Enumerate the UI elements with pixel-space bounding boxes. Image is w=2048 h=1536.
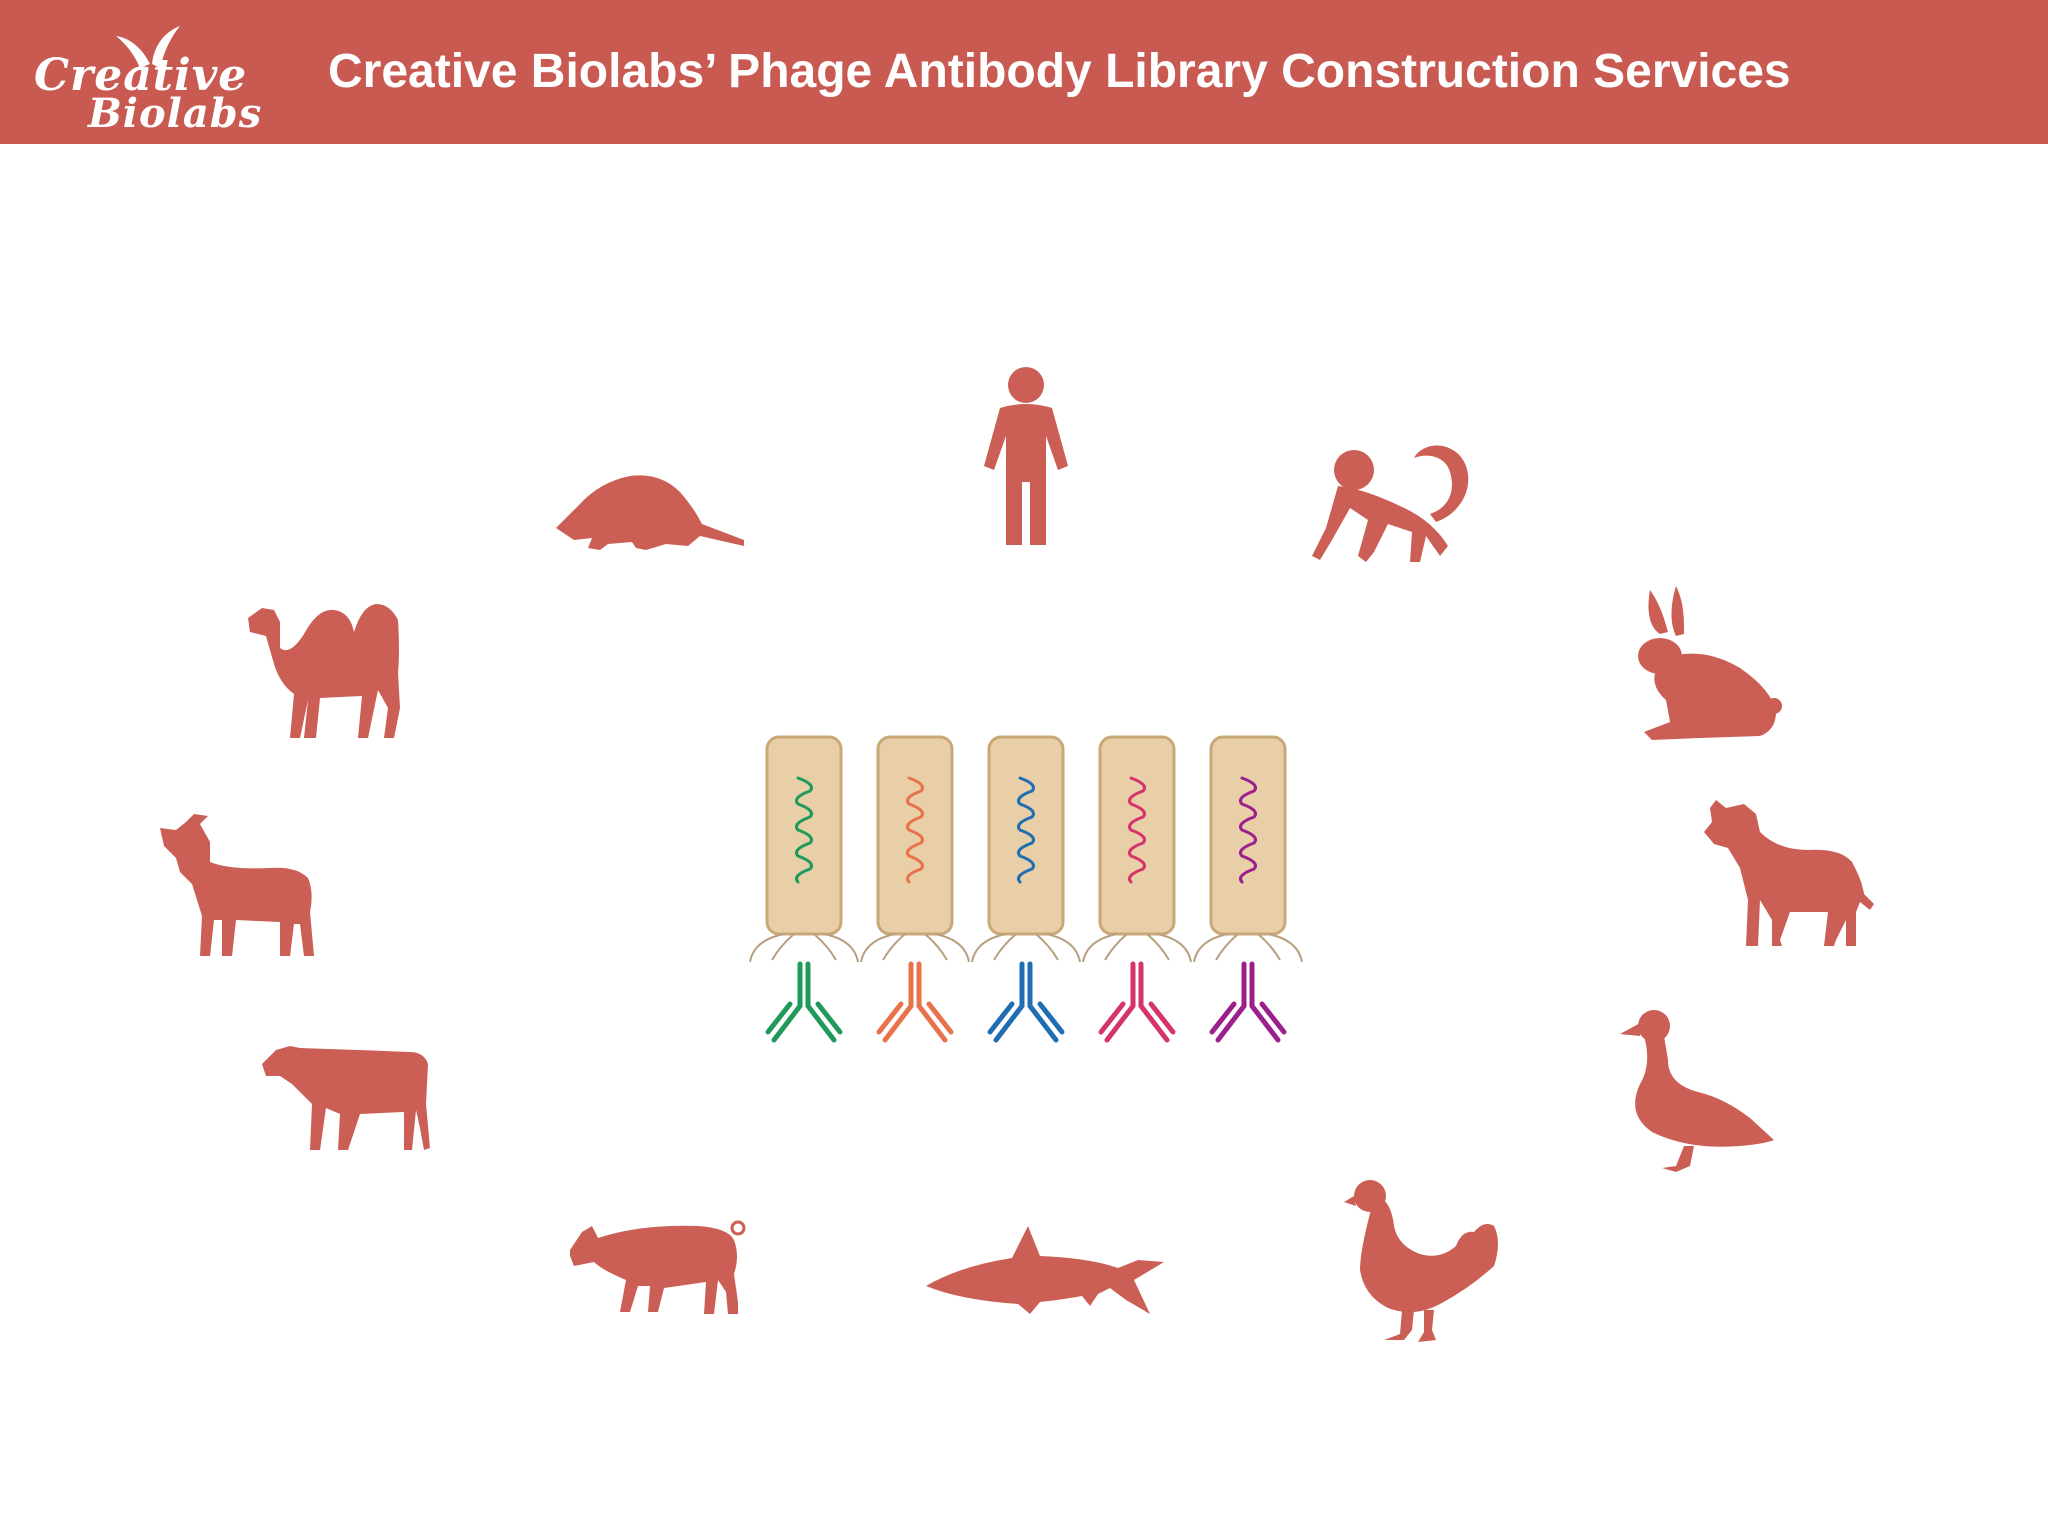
leaf-sprout-icon [116,26,180,68]
logo-line-biolabs: Biolabs [88,90,263,137]
bacterium-body [1209,735,1287,936]
cell-orange [860,735,970,1043]
pilus [993,933,1017,961]
diagram-canvas [160,367,1874,1342]
cell-purple [1193,735,1303,1043]
chicken-icon [1344,1180,1498,1342]
bacterium-body [1098,735,1176,936]
page-title: Creative Biolabs’ Phage Antibody Library… [328,45,1791,98]
pilus [1104,933,1128,961]
rat-icon [556,475,744,550]
pilus [813,933,837,961]
pilus [823,933,859,963]
pilus [771,933,795,961]
bacterium-body [987,735,1065,936]
goat-icon [160,814,314,956]
header-banner: Creative Biolabs Creative Biolabs’ Phage… [0,0,2048,144]
pilus [1045,933,1081,963]
pilus [1193,933,1229,963]
pilus [1035,933,1059,961]
monkey-icon [1312,445,1469,562]
pilus [1082,933,1118,963]
shark-icon [926,1226,1164,1314]
pilus [1257,933,1281,961]
dna-strand [1017,776,1035,884]
pilus [1215,933,1239,961]
dna-strand [906,776,924,884]
cell-blue [971,735,1081,1043]
human-icon [984,367,1068,545]
dog-icon [1704,800,1874,946]
antibody-icon [987,961,1065,1043]
dna-strand [1239,776,1257,884]
cell-green [749,735,859,1043]
company-logo[interactable]: Creative Biolabs [30,14,280,137]
antibody-icon [1098,961,1176,1043]
bacterium-body [765,735,843,936]
pilus [860,933,896,963]
pilus [1146,933,1170,961]
pilus [924,933,948,961]
dna-strand [1128,776,1146,884]
pilus [934,933,970,963]
dna-strand [795,776,813,884]
pilus [971,933,1007,963]
antibody-icon [765,961,843,1043]
pilus [1156,933,1192,963]
cow-icon [262,1046,430,1150]
duck-icon [1620,1010,1774,1172]
camel-icon [248,604,400,738]
cell-pink [1082,735,1192,1043]
antibody-icon [1209,961,1287,1043]
logo-line-creative: Creative [34,50,248,101]
bacterium-body [876,735,954,936]
rabbit-icon [1638,586,1782,740]
pilus [749,933,785,963]
antibody-icon [876,961,954,1043]
pig-icon [570,1220,746,1314]
pilus [1267,933,1303,963]
pilus [882,933,906,961]
phage-bacteria-group [749,735,1303,1043]
